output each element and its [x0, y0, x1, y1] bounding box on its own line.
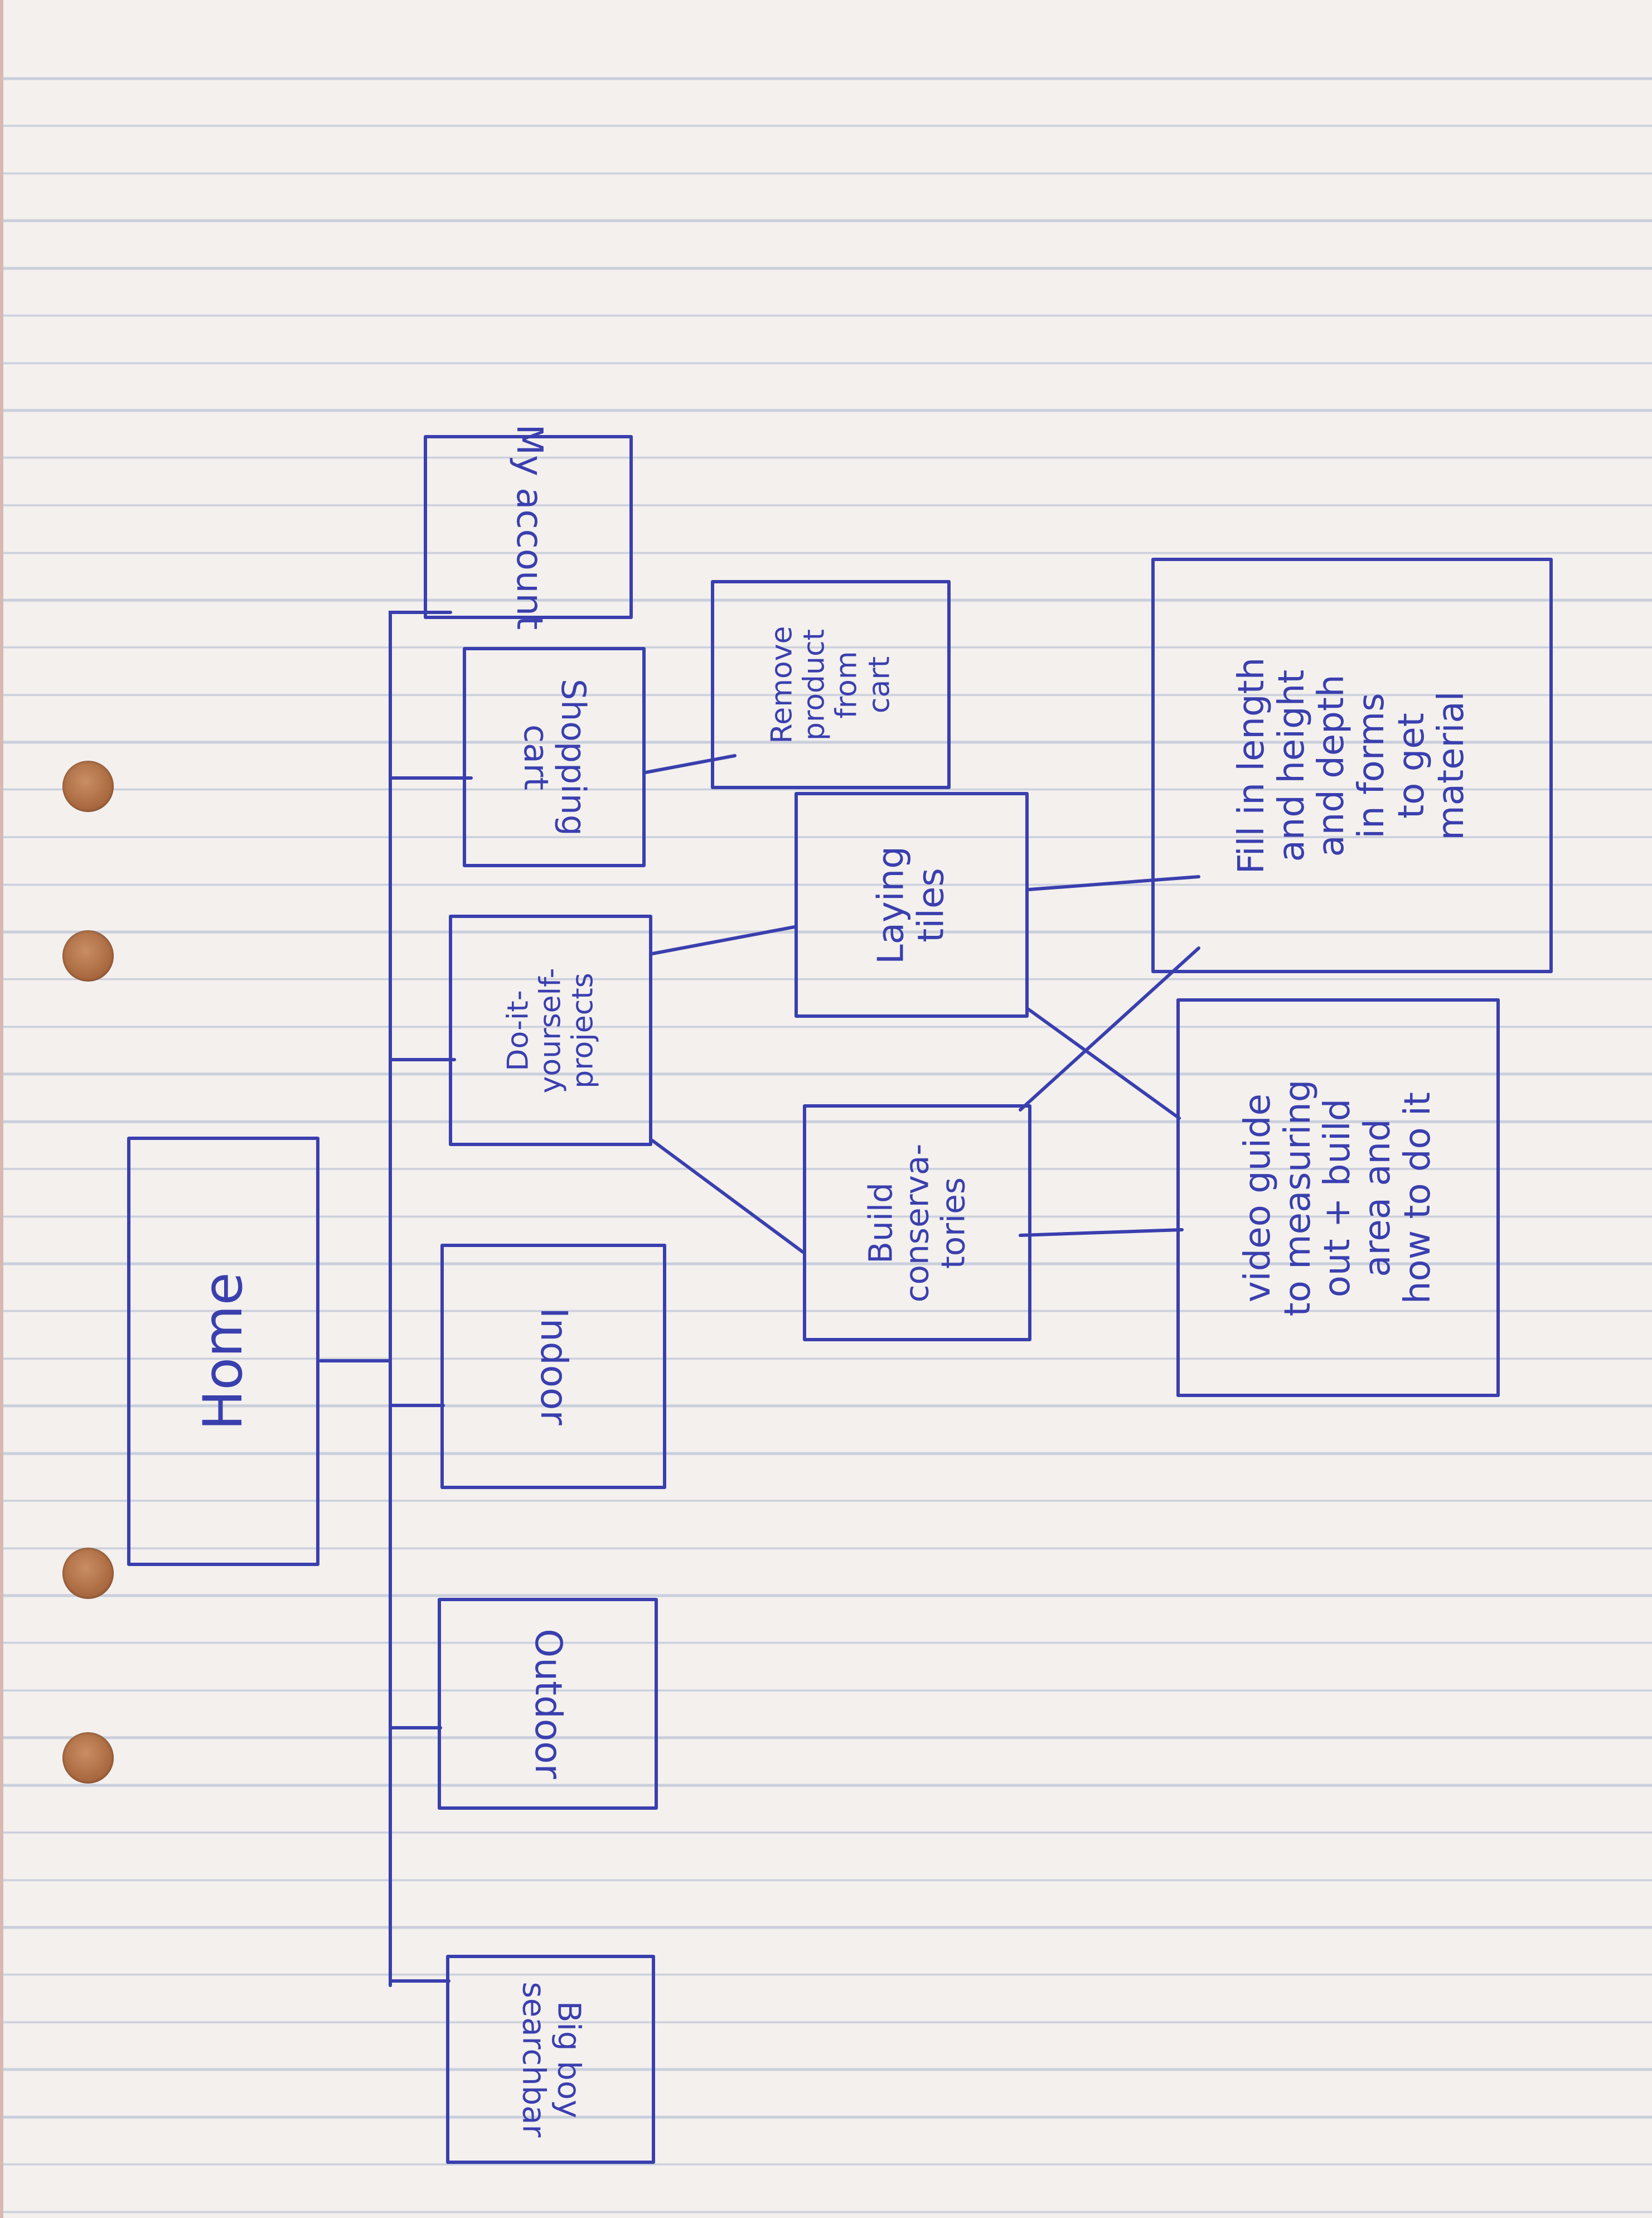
node-build-conservatories-label: Build conserva- tories	[861, 1143, 972, 1302]
node-shopping-cart: Shopping cart	[463, 647, 646, 867]
edge-cart-remove	[644, 754, 737, 774]
edge-trunk	[389, 611, 452, 1987]
node-shopping-cart-label: Shopping cart	[516, 678, 593, 836]
punch-hole	[62, 930, 114, 982]
edge-diy-laying-tiles	[651, 925, 796, 955]
node-indoor-label: Indoor	[532, 1307, 575, 1425]
punch-hole	[62, 1548, 114, 1599]
edge-tiles-video	[1027, 1008, 1181, 1120]
node-outdoor: Outdoor	[438, 1598, 658, 1810]
edge-diy-conservatories	[651, 1139, 805, 1254]
paper-edge	[0, 0, 3, 2218]
node-video-guide: video guide to measuring out + build are…	[1176, 998, 1500, 1397]
node-fill-forms-label: Fill in length and height and depth in f…	[1230, 657, 1472, 874]
node-laying-tiles-label: Laying tiles	[870, 845, 952, 964]
node-remove-product-label: Remove product from cart	[765, 625, 897, 744]
edge-conservatories-forms	[1019, 946, 1200, 1112]
node-indoor: Indoor	[440, 1244, 666, 1489]
node-remove-product: Remove product from cart	[711, 580, 951, 789]
punch-hole	[62, 761, 114, 812]
node-build-conservatories: Build conserva- tories	[803, 1104, 1031, 1341]
punch-hole	[62, 1732, 114, 1784]
node-home-label: Home	[191, 1272, 254, 1431]
node-laying-tiles: Laying tiles	[794, 792, 1029, 1018]
node-big-boy-search-label: Big boy searchbar	[515, 1982, 587, 2137]
node-fill-forms: Fill in length and height and depth in f…	[1151, 558, 1553, 973]
node-my-account: My account	[424, 424, 633, 630]
node-diy-projects-label: Do-it- yourself- projects	[501, 968, 600, 1093]
node-outdoor-label: Outdoor	[526, 1629, 570, 1779]
node-my-account-label: My account	[508, 424, 550, 630]
edge-tiles-forms	[1027, 875, 1200, 891]
node-big-boy-search: Big boy searchbar	[446, 1955, 655, 2164]
node-video-guide-label: video guide to measuring out + build are…	[1237, 1079, 1438, 1316]
node-diy-projects: Do-it- yourself- projects	[449, 915, 652, 1146]
node-home: Home	[127, 1137, 319, 1566]
edge-conservatories-video	[1019, 1228, 1184, 1237]
